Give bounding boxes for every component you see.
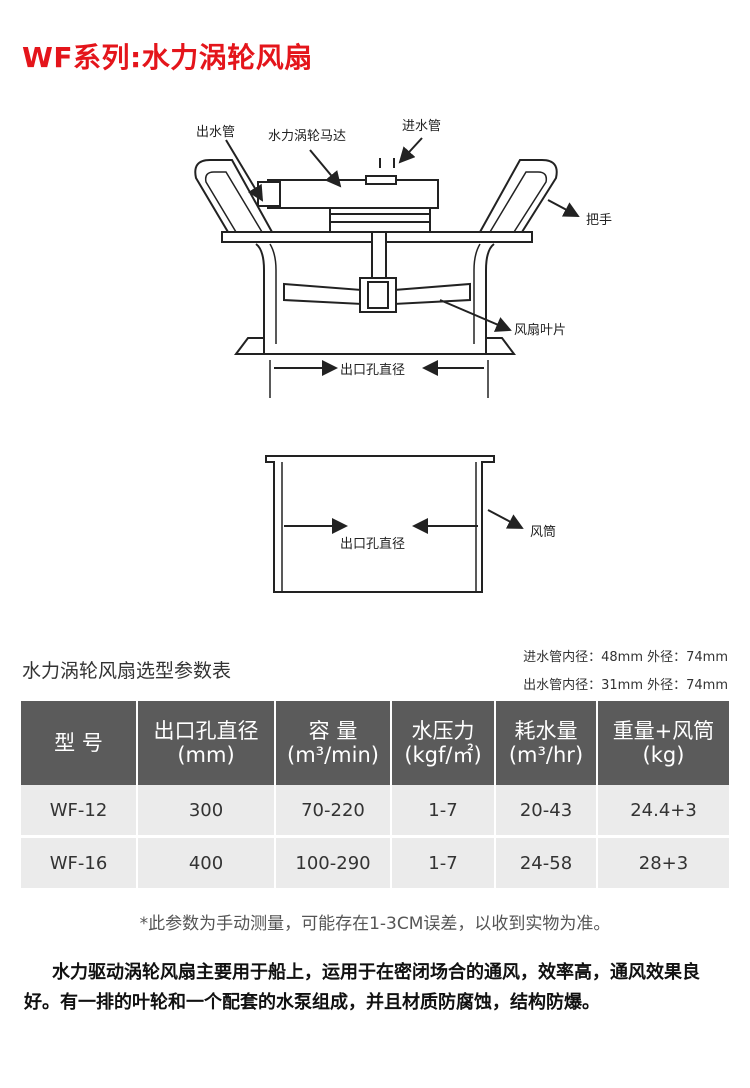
duct-label: 风筒 (530, 524, 556, 540)
header-diameter: 出口孔直径(mm) (137, 701, 276, 785)
header-water-use: 耗水量(m³/hr) (495, 701, 598, 785)
turbine-motor (267, 179, 439, 209)
outlet-diameter-label: 出口孔直径 (340, 363, 405, 378)
inlet-pipe-label: 进水管 (402, 119, 441, 134)
outlet-pipe-note: 出水管内径：31mm 外径：74mm (523, 678, 728, 693)
page-title: WF系列:水力涡轮风扇 (22, 41, 313, 74)
fan-diagram: 出水管 水力涡轮马达 进水管 把手 风扇叶片 出口孔直径 风筒 出口孔直径 (194, 119, 612, 593)
table-row: WF-12 300 70-220 1-7 20-43 24.4+3 (21, 785, 729, 838)
header-model: 型 号 (21, 701, 138, 785)
outlet-pipe-label: 出水管 (196, 125, 235, 140)
fan-blade-left (283, 282, 363, 306)
table-title: 水力涡轮风扇选型参数表 (22, 660, 232, 682)
inlet-pipe-note: 进水管内径：48mm 外径：74mm (523, 650, 728, 665)
outlet-diameter-label-2: 出口孔直径 (340, 537, 405, 552)
right-handle (479, 159, 558, 233)
table-row: WF-16 400 100-290 1-7 24-58 28+3 (21, 836, 729, 888)
handle-label: 把手 (586, 213, 612, 228)
header-capacity: 容 量(m³/min) (275, 701, 392, 785)
product-description: 水力驱动涡轮风扇主要用于船上，运用于在密闭场合的通风，效率高，通风效果良好。有一… (24, 962, 700, 1013)
measurement-note: *此参数为手动测量，可能存在1-3CM误差，以收到实物为准。 (139, 914, 611, 934)
spec-table: 型 号 出口孔直径(mm) 容 量(m³/min) 水压力(kgf/㎡) 耗水量… (21, 701, 729, 888)
header-weight: 重量+风筒(kg) (597, 701, 729, 785)
header-pressure: 水压力(kgf/㎡) (391, 701, 496, 785)
table-header-row: 型 号 出口孔直径(mm) 容 量(m³/min) 水压力(kgf/㎡) 耗水量… (21, 701, 729, 785)
left-handle (194, 159, 273, 233)
fan-blade-label: 风扇叶片 (514, 322, 566, 338)
duct (265, 455, 495, 593)
fan-blade-right (393, 282, 471, 306)
turbine-motor-label: 水力涡轮马达 (268, 129, 346, 144)
